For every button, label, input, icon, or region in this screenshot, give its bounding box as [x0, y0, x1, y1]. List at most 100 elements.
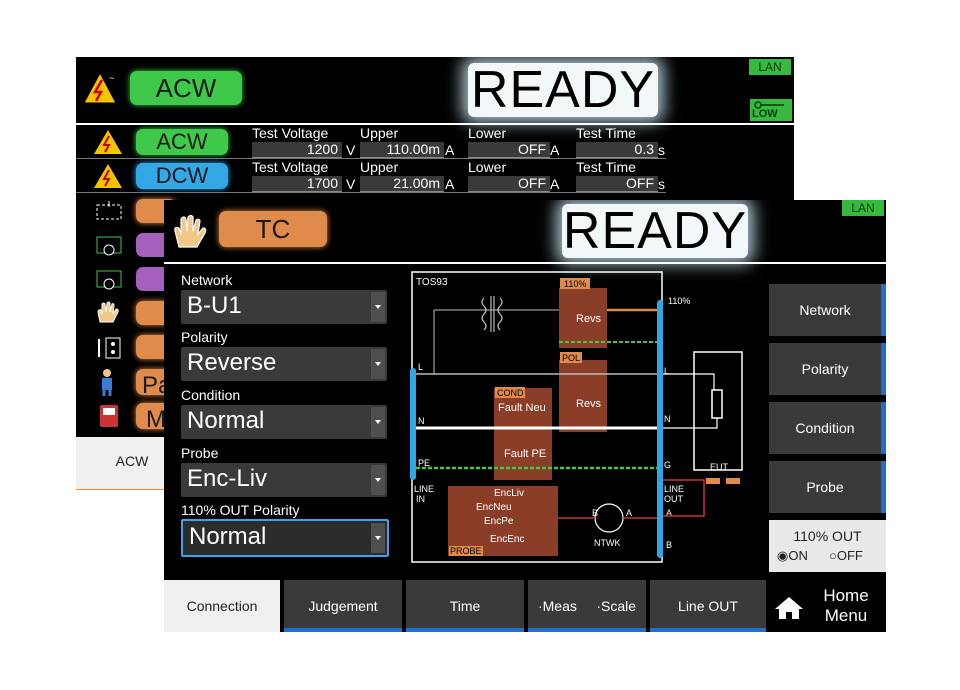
pol-tag: [560, 352, 582, 363]
network-button[interactable]: Network: [769, 284, 886, 336]
lower-value: OFF: [468, 142, 550, 158]
pol-block: [559, 360, 607, 432]
condition-select[interactable]: Normal: [181, 405, 387, 439]
ntwk-circle: [594, 503, 624, 533]
upper-value: 21.00m: [360, 176, 444, 192]
unit: V: [346, 142, 356, 158]
out-polarity-select[interactable]: Normal: [181, 519, 389, 557]
high-voltage-icon: ~: [83, 71, 117, 104]
front-screen: TC READY LAN Network B-U1 Polarity Rever…: [164, 200, 886, 632]
svg-text:A: A: [666, 508, 672, 518]
low-badge: LOW: [750, 99, 792, 121]
unit: A: [445, 142, 455, 158]
revs-label: Revs: [576, 398, 602, 410]
svg-text:NTWK: NTWK: [594, 538, 621, 548]
probe-label: PROBE: [450, 546, 482, 556]
cond-block: [494, 388, 552, 480]
tab-connection[interactable]: Connection: [164, 580, 280, 632]
chevron-down-icon: [371, 292, 385, 322]
high-voltage-icon: [94, 130, 122, 154]
fault-pe-label: Fault PE: [504, 448, 546, 460]
chevron-down-icon: [371, 523, 385, 553]
probe-select[interactable]: Enc-Liv: [181, 463, 387, 497]
svg-text:LINE: LINE: [664, 484, 684, 494]
unit: A: [550, 142, 560, 158]
encenc-label: EncEnc: [490, 534, 524, 545]
lan-indicator: LAN: [842, 200, 884, 216]
polarity-button[interactable]: Polarity: [769, 343, 886, 395]
revs-label: Revs: [576, 313, 602, 325]
svg-text:N: N: [664, 414, 671, 424]
status-ready: READY: [468, 63, 658, 117]
out-on-radio[interactable]: ◉ON: [777, 548, 808, 563]
svg-text:B: B: [666, 540, 672, 550]
unit: A: [550, 176, 560, 192]
lower-value: OFF: [468, 176, 550, 192]
field-label: Lower: [468, 125, 507, 141]
test-time-value: 0.3: [576, 142, 658, 158]
ground-bond-icon: [96, 236, 122, 256]
polarity-select[interactable]: Reverse: [181, 347, 387, 381]
svg-text:N: N: [418, 416, 425, 426]
chevron-down-icon: [371, 349, 385, 379]
unit: A: [445, 176, 455, 192]
probe-button[interactable]: Probe: [769, 461, 886, 513]
unit: s: [658, 176, 665, 192]
line-out-bus: [657, 300, 663, 558]
svg-text:IN: IN: [416, 494, 425, 504]
test-voltage-value: 1200: [252, 142, 342, 158]
status-ready: READY: [562, 202, 748, 260]
cond-label: COND: [497, 388, 524, 398]
home-icon: [775, 597, 803, 619]
out-off-radio[interactable]: ○OFF: [829, 548, 863, 563]
tab-judgement[interactable]: Judgement: [284, 580, 402, 632]
tab-time[interactable]: Time: [406, 580, 524, 632]
svg-text:LINE: LINE: [414, 484, 434, 494]
menu-label: Menu: [824, 606, 868, 625]
network-label: Network: [181, 272, 233, 288]
revs-block: [559, 288, 607, 348]
hand-icon: [97, 301, 119, 323]
hand-icon: [174, 214, 207, 248]
tab-line-out[interactable]: Line OUT: [650, 580, 766, 632]
field-label: Upper: [360, 125, 399, 141]
connection-diagram: TOS93 110% Revs POL Revs COND Fault Neu …: [410, 271, 743, 563]
eut-box: [693, 351, 743, 471]
chevron-down-icon: [371, 465, 385, 495]
condition-label: Condition: [181, 387, 241, 403]
person-icon: [102, 369, 112, 396]
step-mode: DCW: [136, 163, 228, 189]
row-divider: [76, 192, 666, 193]
home-label: Home: [823, 586, 869, 605]
diagram-title: TOS93: [416, 277, 448, 288]
out-panel: 110% OUT ◉ON ○OFF: [769, 520, 886, 572]
mode-badge: ACW: [130, 71, 242, 105]
svg-text:B: B: [592, 508, 598, 518]
tab-meas-scale[interactable]: ·Meas ·Scale: [528, 580, 646, 632]
out-panel-title: 110% OUT: [793, 528, 862, 544]
high-voltage-icon: [94, 164, 122, 188]
outlet-icon: [98, 337, 121, 359]
field-label: Upper: [360, 159, 399, 175]
field-label: Test Time: [576, 159, 636, 175]
line-in-bus: [410, 368, 416, 480]
home-menu-button[interactable]: Home Menu: [770, 580, 886, 632]
cond-tag: [495, 387, 525, 398]
network-select[interactable]: B-U1: [181, 290, 387, 324]
svg-text:~: ~: [109, 73, 114, 83]
step-mode: ACW: [136, 129, 228, 155]
unit: V: [346, 176, 356, 192]
encliv-label: EncLiv: [494, 488, 524, 499]
header-divider: [164, 262, 886, 264]
condition-button[interactable]: Condition: [769, 402, 886, 454]
encpe-label: EncPe: [484, 516, 514, 527]
chevron-down-icon: [371, 407, 385, 437]
ground-bond-icon: [96, 270, 122, 290]
probe-label: Probe: [181, 445, 219, 461]
fault-neu-label: Fault Neu: [498, 402, 546, 414]
svg-text:OUT: OUT: [664, 494, 684, 504]
lan-indicator: LAN: [749, 59, 791, 75]
lock-key-icon: [754, 101, 784, 109]
row-divider: [76, 158, 666, 159]
pol-label: POL: [562, 353, 580, 363]
